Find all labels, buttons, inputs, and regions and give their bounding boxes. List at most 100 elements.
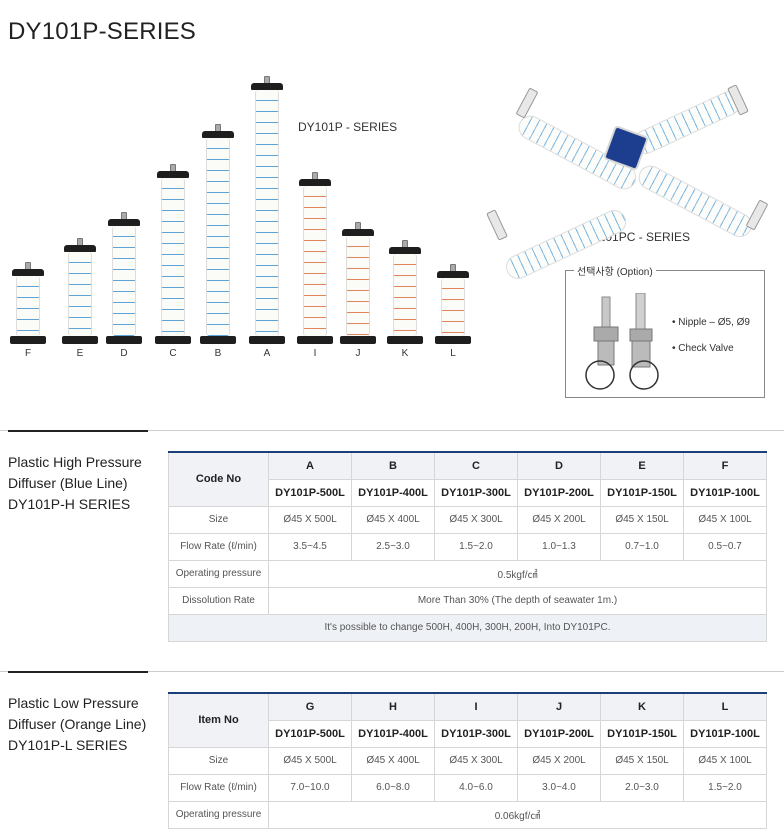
high-title-line-2: Diffuser (Blue Line) — [8, 475, 128, 491]
code-cell: DY101P-150L — [600, 478, 684, 507]
size-cell: Ø45 X 200L — [517, 505, 601, 534]
table-row: Operating pressure 0.06kgf/㎠ — [168, 800, 767, 829]
size-cell: Ø45 X 100L — [683, 746, 767, 775]
section-divider — [0, 671, 784, 672]
pressure-value: 0.06kgf/㎠ — [268, 800, 767, 829]
cross-end-cap — [745, 199, 769, 231]
fitting-illustration — [585, 293, 659, 390]
diffuser-letter: B — [214, 348, 222, 359]
diffuser-letter: L — [450, 348, 456, 359]
bottom-cap — [340, 336, 376, 344]
code-cell: DY101P-400L — [351, 478, 435, 507]
diffuser-letter: K — [401, 348, 409, 359]
top-cap — [12, 269, 44, 276]
option-item-nipple: • Nipple – Ø5, Ø9 — [672, 317, 750, 328]
size-cell: Ø45 X 150L — [600, 505, 684, 534]
size-cell: Ø45 X 200L — [517, 746, 601, 775]
letter-cell: J — [517, 692, 601, 721]
table-row: Dissolution Rate More Than 30% (The dept… — [168, 586, 767, 615]
section-accent-rule — [8, 671, 148, 673]
size-cell: Ø45 X 400L — [351, 746, 435, 775]
diffuser-tube — [68, 252, 92, 336]
flow-cell: 2.5~3.0 — [351, 532, 435, 561]
series-label-p: DY101P - SERIES — [298, 120, 398, 134]
flow-cell: 0.7~1.0 — [600, 532, 684, 561]
top-cap — [64, 245, 96, 252]
diffuser-letter: F — [24, 348, 32, 359]
table-row: DY101P-500L DY101P-400L DY101P-300L DY10… — [169, 478, 767, 507]
cross-end-cap — [515, 87, 539, 119]
bottom-cap — [62, 336, 98, 344]
dissolution-value: More Than 30% (The depth of seawater 1m.… — [268, 586, 767, 615]
flow-label: Flow Rate (ℓ/min) — [168, 773, 269, 802]
bottom-cap — [387, 336, 423, 344]
section-divider — [0, 430, 784, 431]
pressure-label: Operating pressure — [168, 800, 269, 829]
table-row: Item No G H I J K L — [168, 692, 767, 748]
flow-cell: 2.0~3.0 — [600, 773, 684, 802]
letter-cell: F — [683, 451, 767, 480]
option-item-check-valve: • Check Valve — [672, 343, 734, 354]
letter-cell: C — [434, 451, 518, 480]
letter-cell: H — [351, 692, 435, 721]
size-cell: Ø45 X 150L — [600, 746, 684, 775]
low-pressure-title: Plastic Low Pressure Diffuser (Orange Li… — [8, 693, 168, 756]
flow-cell: 4.0~6.0 — [434, 773, 518, 802]
diffuser-tube — [16, 276, 40, 336]
code-cell: DY101P-500L — [268, 478, 352, 507]
cross-end-cap — [486, 209, 508, 241]
cross-arm-ne — [629, 87, 745, 158]
diffuser-letter: C — [169, 348, 177, 359]
top-cap — [389, 247, 421, 254]
size-label: Size — [168, 746, 269, 775]
option-box: 선택사항 (Option) • Nipple – Ø5, Ø9 • Check … — [565, 263, 765, 398]
diffuser-letter: E — [76, 348, 84, 359]
flow-cell: 1.5~2.0 — [683, 773, 767, 802]
high-title-line-1: Plastic High Pressure — [8, 454, 142, 470]
page-title: DY101P-SERIES — [8, 18, 197, 45]
letter-cell: G — [268, 692, 352, 721]
bottom-cap — [249, 336, 285, 344]
low-pressure-spec-table: Item No G H I J K L DY101P-500L DY101P-4… — [168, 692, 767, 829]
high-pressure-spec-table: Code No A B C D E F DY101P-500L DY101P-4… — [168, 451, 767, 642]
pressure-label: Operating pressure — [168, 559, 269, 588]
option-title: 선택사항 (Option) — [574, 263, 656, 278]
letter-cell: B — [351, 451, 435, 480]
table-row: Code No A B C D E F — [168, 451, 767, 507]
flow-cell: 6.0~8.0 — [351, 773, 435, 802]
code-cell: DY101P-150L — [600, 719, 684, 748]
diffuser-letter: J — [355, 348, 361, 359]
bottom-cap — [10, 336, 46, 344]
diffuser-tube — [161, 178, 185, 336]
low-title-line-2: Diffuser (Orange Line) — [8, 716, 147, 732]
high-pressure-title: Plastic High Pressure Diffuser (Blue Lin… — [8, 452, 168, 515]
bottom-cap — [200, 336, 236, 344]
bottom-cap — [106, 336, 142, 344]
flow-cell: 0.5~0.7 — [683, 532, 767, 561]
letter-cell: A — [268, 451, 352, 480]
conversion-note: It's possible to change 500H, 400H, 300H… — [168, 613, 767, 642]
top-cap — [342, 229, 374, 236]
size-label: Size — [168, 505, 269, 534]
top-cap — [437, 271, 469, 278]
table-row: Operating pressure 0.5kgf/㎠ — [168, 559, 767, 588]
table-row: Flow Rate (ℓ/min) 7.0~10.0 6.0~8.0 4.0~6… — [168, 773, 767, 802]
top-cap — [108, 219, 140, 226]
item-no-header: Item No — [168, 692, 269, 748]
pressure-value: 0.5kgf/㎠ — [268, 559, 767, 588]
size-cell: Ø45 X 500L — [268, 505, 352, 534]
letter-cell: D — [517, 451, 601, 480]
bottom-cap — [435, 336, 471, 344]
flow-cell: 1.5~2.0 — [434, 532, 518, 561]
letter-cell: E — [600, 451, 684, 480]
diffuser-tube — [346, 236, 370, 336]
flow-cell: 3.0~4.0 — [517, 773, 601, 802]
diffuser-tube — [112, 226, 136, 336]
code-cell: DY101P-100L — [683, 478, 767, 507]
high-title-line-3: DY101P-H SERIES — [8, 496, 131, 512]
top-cap — [157, 171, 189, 178]
dissolution-label: Dissolution Rate — [168, 586, 269, 615]
low-title-line-3: DY101P-L SERIES — [8, 737, 128, 753]
diffuser-tube — [255, 90, 279, 336]
